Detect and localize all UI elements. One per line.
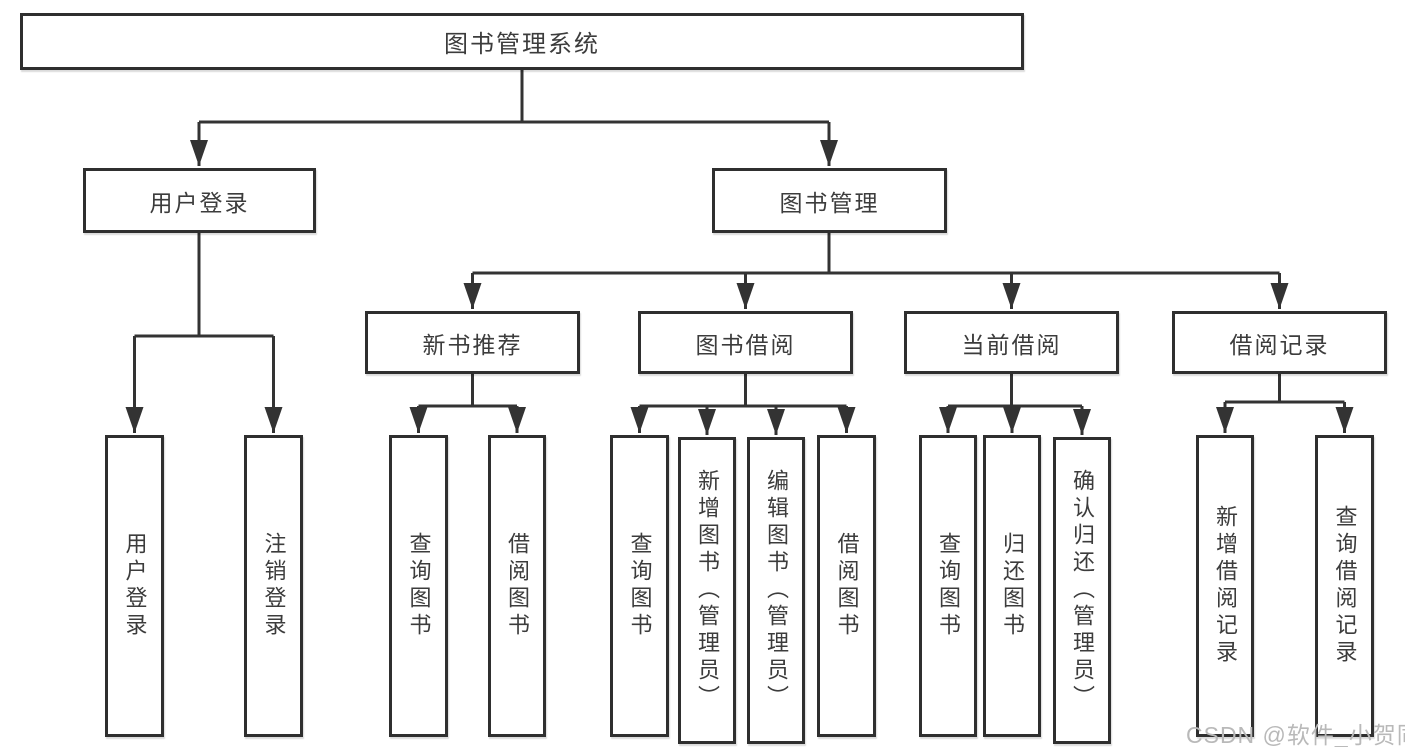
node-new-book-recommend-label: 新书推荐 <box>422 331 523 358</box>
node-book-management-label: 图书管理 <box>779 189 880 216</box>
leaf-lend-book: 借阅图书 <box>817 435 876 737</box>
leaf-borrow-query-book: 查询图书 <box>610 435 669 737</box>
node-current-borrow: 当前借阅 <box>904 311 1119 374</box>
leaf-recommend-borrow-book: 借阅图书 <box>488 435 546 737</box>
leaf-logout-label: 注销登录 <box>261 532 287 640</box>
node-book-management: 图书管理 <box>712 168 947 233</box>
node-new-book-recommend: 新书推荐 <box>365 311 580 374</box>
leaf-edit-book-admin-label: 编辑图书（管理员） <box>764 469 789 712</box>
leaf-confirm-return-admin-label: 确认归还（管理员） <box>1070 469 1095 712</box>
leaf-return-book-label: 归还图书 <box>1000 532 1025 640</box>
leaf-add-book-admin-label: 新增图书（管理员） <box>695 469 720 712</box>
node-user-login: 用户登录 <box>83 168 316 233</box>
leaf-confirm-return-admin: 确认归还（管理员） <box>1053 437 1111 744</box>
leaf-recommend-query-book-label: 查询图书 <box>406 532 432 640</box>
node-current-borrow-label: 当前借阅 <box>961 331 1062 358</box>
leaf-current-query-book-label: 查询图书 <box>936 532 961 640</box>
node-book-borrow-label: 图书借阅 <box>695 331 796 358</box>
node-borrow-records-label: 借阅记录 <box>1229 331 1330 358</box>
leaf-return-book: 归还图书 <box>983 435 1041 737</box>
watermark: CSDN @软件_小贺同学 <box>1186 722 1405 747</box>
leaf-query-borrow-record: 查询借阅记录 <box>1315 435 1374 737</box>
leaf-user-login-label: 用户登录 <box>122 532 148 640</box>
leaf-add-book-admin: 新增图书（管理员） <box>678 437 736 744</box>
leaf-lend-book-label: 借阅图书 <box>834 532 860 640</box>
node-book-borrow: 图书借阅 <box>638 311 853 374</box>
leaf-recommend-borrow-book-label: 借阅图书 <box>505 532 530 640</box>
leaf-current-query-book: 查询图书 <box>919 435 977 737</box>
leaf-edit-book-admin: 编辑图书（管理员） <box>747 437 805 744</box>
node-borrow-records: 借阅记录 <box>1172 311 1387 374</box>
leaf-logout: 注销登录 <box>244 435 303 737</box>
leaf-borrow-query-book-label: 查询图书 <box>627 532 653 640</box>
node-user-login-label: 用户登录 <box>149 189 250 216</box>
leaf-query-borrow-record-label: 查询借阅记录 <box>1332 505 1358 667</box>
leaf-recommend-query-book: 查询图书 <box>389 435 448 737</box>
node-root-label: 图书管理系统 <box>444 31 600 58</box>
leaf-user-login: 用户登录 <box>105 435 164 737</box>
node-root: 图书管理系统 <box>20 13 1024 70</box>
leaf-add-borrow-record-label: 新增借阅记录 <box>1213 505 1238 667</box>
leaf-add-borrow-record: 新增借阅记录 <box>1196 435 1254 737</box>
connector-group <box>125 69 1354 435</box>
